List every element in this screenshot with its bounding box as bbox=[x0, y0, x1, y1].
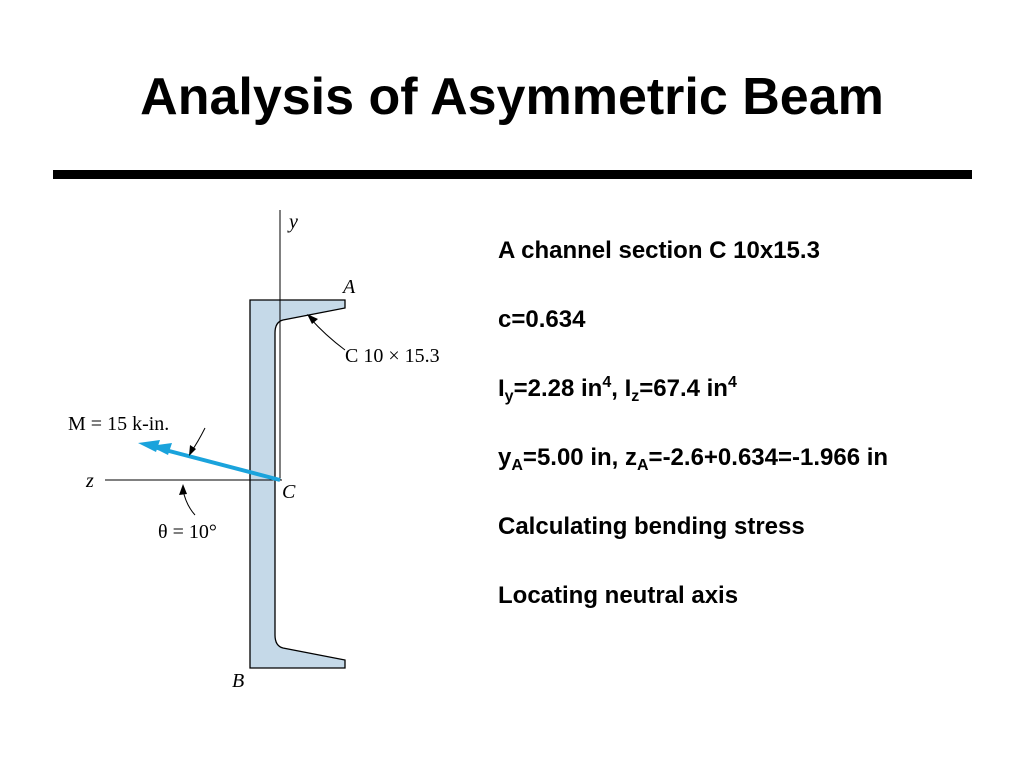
iz-symbol: I bbox=[624, 375, 632, 402]
point-c-label: C bbox=[282, 481, 296, 503]
channel-section-diagram: y z A B C C 10 × 15.3 M = 15 k-in. θ = 1… bbox=[68, 210, 440, 692]
point-b-label: B bbox=[232, 670, 244, 692]
angle-label: θ = 10° bbox=[158, 521, 217, 543]
section-leader-line bbox=[309, 317, 346, 351]
angle-pointer-arrowhead bbox=[179, 484, 187, 495]
point-a-label: A bbox=[341, 276, 356, 298]
z-axis-label: z bbox=[85, 470, 94, 492]
iz-exponent: 4 bbox=[727, 374, 737, 391]
ya-subscript: A bbox=[511, 457, 523, 474]
moment-pointer-arrowhead bbox=[189, 445, 196, 456]
info-bending-stress: Calculating bending stress bbox=[498, 513, 805, 540]
info-centroid-offset: c=0.634 bbox=[498, 306, 586, 333]
info-moments-of-inertia: Iy=2.28 in4, Iz=67.4 in4 bbox=[498, 374, 968, 405]
y-axis-label: y bbox=[287, 211, 298, 233]
ya-value: =5.00 in, bbox=[522, 444, 625, 471]
info-point-a-coordinates: yA=5.00 in, zA=-2.6+0.634=-1.966 in bbox=[498, 443, 968, 474]
section-properties: A channel section C 10x15.3 c=0.634 Iy=2… bbox=[498, 236, 968, 650]
iy-value: =2.28 in bbox=[513, 375, 603, 402]
iy-exponent: 4 bbox=[602, 374, 612, 391]
page-title: Analysis of Asymmetric Beam bbox=[140, 68, 884, 126]
ya-symbol: y bbox=[498, 444, 512, 471]
info-neutral-axis: Locating neutral axis bbox=[498, 582, 739, 609]
channel-section-shape bbox=[249, 299, 346, 669]
moment-arrow-shaft bbox=[149, 444, 281, 482]
section-leader-arrowhead bbox=[307, 314, 318, 324]
section-label: C 10 × 15.3 bbox=[345, 345, 440, 367]
title-divider bbox=[53, 170, 972, 179]
moment-arrowhead-inner bbox=[138, 440, 160, 452]
za-subscript: A bbox=[636, 457, 649, 474]
za-value: =-2.6+0.634=-1.966 in bbox=[648, 444, 889, 471]
info-section-name: A channel section C 10x15.3 bbox=[498, 237, 820, 264]
inertia-separator: , bbox=[611, 375, 625, 402]
moment-label: M = 15 k-in. bbox=[68, 413, 169, 435]
iy-subscript: y bbox=[504, 388, 514, 405]
iz-subscript: z bbox=[631, 388, 640, 405]
moment-arrowhead-outer bbox=[150, 443, 172, 455]
iz-value: =67.4 in bbox=[639, 375, 728, 402]
iy-symbol: I bbox=[498, 375, 505, 402]
za-symbol: z bbox=[624, 444, 637, 471]
